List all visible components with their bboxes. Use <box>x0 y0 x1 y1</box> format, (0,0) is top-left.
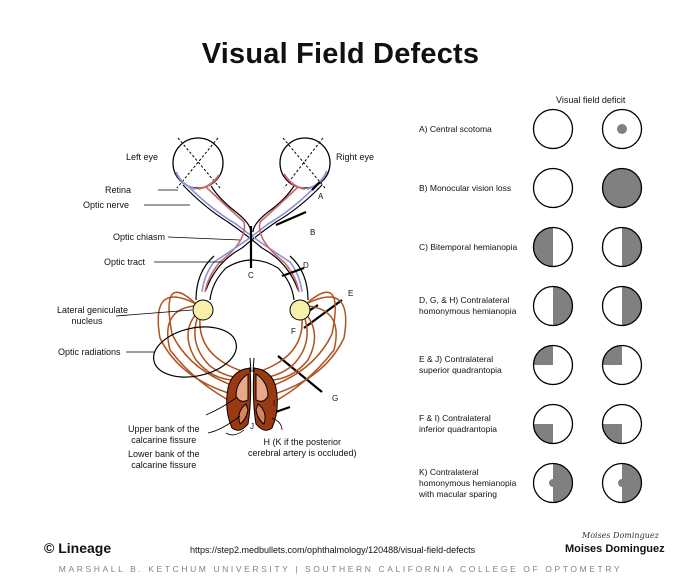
letter-i: I <box>273 399 276 408</box>
letter-a: A <box>318 192 324 201</box>
h-note-line1: H (K if the posterior <box>263 437 342 447</box>
lgn-label: Lateral geniculate nucleus <box>57 305 129 327</box>
deficit-label-line: F & I) Contralateral <box>419 413 491 423</box>
visual-field-left-lower-left <box>532 403 574 445</box>
optic-nerves <box>182 184 323 301</box>
deficit-label-line: superior quadrantopia <box>419 365 502 375</box>
author-name: Moises Dominguez <box>565 543 665 555</box>
optic-chiasm-label: Optic chiasm <box>113 232 166 242</box>
left-eye-label: Left eye <box>126 152 159 162</box>
deficit-label-line: A) Central scotoma <box>419 123 492 134</box>
letter-j: J <box>250 422 254 431</box>
visual-field-right-lower-left <box>601 403 643 445</box>
letter-g: G <box>332 394 339 403</box>
upper-bank-line1: Upper bank of the <box>128 424 200 434</box>
left-lgn <box>192 299 214 321</box>
visual-field-right-right-half-sparing <box>601 462 643 504</box>
deficit-label-line: homonymous hemianopia <box>419 306 517 316</box>
letter-b: B <box>310 228 316 237</box>
visual-field-left-upper-left <box>532 344 574 386</box>
letter-e: E <box>348 289 354 298</box>
optic-tract-label: Optic tract <box>104 257 146 267</box>
h-note-label: H (K if the posterior cerebral artery is… <box>248 437 357 459</box>
letter-f: F <box>291 327 296 336</box>
visual-field-left-right-half <box>532 285 574 327</box>
deficit-label: B) Monocular vision loss <box>419 183 531 194</box>
deficit-label-line: B) Monocular vision loss <box>419 182 512 193</box>
deficit-label-line: inferior quadrantopia <box>419 424 497 434</box>
visual-field-right-right-half <box>601 285 643 327</box>
lgn-label-line1: Lateral geniculate <box>57 305 129 315</box>
left-eye <box>172 137 224 189</box>
retina-label: Retina <box>105 185 132 195</box>
visual-field-right-central <box>601 108 643 150</box>
visual-field-right-right-half <box>601 226 643 268</box>
signature: Moises Dominguez <box>582 531 659 540</box>
lower-bank-line2: calcarine fissure <box>131 460 197 470</box>
deficit-label-line: D, G, & H) Contralateral <box>419 295 510 305</box>
visual-field-left-none <box>532 167 574 209</box>
upper-bank-line2: calcarine fissure <box>131 435 197 445</box>
visual-field-right-full <box>601 167 643 209</box>
lgn-label-line2: nucleus <box>71 316 103 326</box>
deficit-label-line: C) Bitemporal hemianopia <box>419 241 518 252</box>
visual-field-left-left-half <box>532 226 574 268</box>
page-title: Visual Field Defects <box>201 38 480 70</box>
right-eye <box>279 137 331 189</box>
visual-field-left-right-half-sparing <box>532 462 574 504</box>
right-eye-label: Right eye <box>336 152 375 162</box>
lower-bank-label: Lower bank of the calcarine fissure <box>128 449 200 471</box>
deficit-label-line: E & J) Contralateral <box>419 354 494 364</box>
leader-lines <box>115 188 319 436</box>
copyright: © Lineage <box>44 540 112 556</box>
h-note-line2: cerebral artery is occluded) <box>248 448 357 458</box>
right-lgn <box>289 299 311 321</box>
optic-radiations-ellipse <box>153 326 237 378</box>
deficit-label-line: with macular sparing <box>419 488 497 499</box>
deficit-label-line: K) Contralateral <box>419 466 479 477</box>
deficit-header: Visual field deficit <box>556 95 626 105</box>
source-url[interactable]: https://step2.medbullets.com/ophthalmolo… <box>190 545 476 555</box>
visual-field-right-upper-left <box>601 344 643 386</box>
letter-d: D <box>303 261 309 270</box>
lower-bank-line1: Lower bank of the <box>128 449 200 459</box>
deficit-label-line: homonymous hemianopia <box>419 477 517 488</box>
optic-radiations-label: Optic radiations <box>58 347 121 357</box>
optic-nerve-label: Optic nerve <box>83 200 130 210</box>
institution-footer: MARSHALL B. KETCHUM UNIVERSITY | SOUTHER… <box>58 564 623 574</box>
upper-bank-label: Upper bank of the calcarine fissure <box>128 424 200 446</box>
letter-c: C <box>248 271 254 280</box>
deficit-label: A) Central scotoma <box>419 124 531 135</box>
deficit-label: C) Bitemporal hemianopia <box>419 242 531 253</box>
occipital-cortex <box>226 357 278 431</box>
visual-field-left-none <box>532 108 574 150</box>
